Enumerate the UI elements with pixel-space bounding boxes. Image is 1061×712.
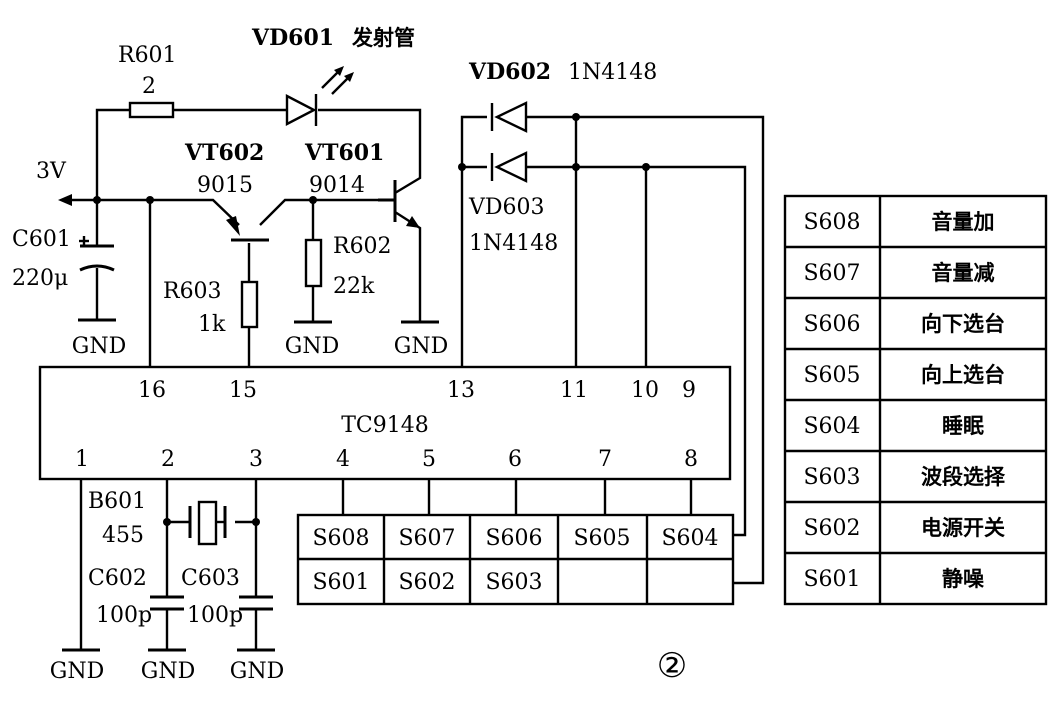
ic-pin-label: 9 [682,378,696,403]
r603-resistor-icon [240,280,259,329]
table-key-cell: S604 [803,414,860,439]
vd603-diode-icon [490,151,528,183]
matrix-cell: S605 [573,526,630,551]
table-key-cell: S607 [803,261,860,286]
gnd-label: GND [394,334,448,359]
b601-ref: B601 [88,489,146,514]
table-key-cell: S608 [803,210,860,235]
ic-pin-label: 7 [598,447,612,472]
vt602-ref: VT602 [184,140,264,166]
gnd-label: GND [50,659,104,684]
gnd-label: GND [230,659,284,684]
vt602-pnp-transistor-icon [226,216,269,242]
c601-value: 220μ [12,266,68,291]
b601-value: 455 [102,523,144,548]
matrix-cell: S604 [661,526,718,551]
table-func-cell: 睡眠 [942,414,984,438]
table-key-cell: S602 [803,516,860,541]
vt601-npn-transistor-icon [378,180,420,228]
ic-pin-label: 15 [229,378,257,403]
vd603-part: 1N4148 [469,231,558,256]
c601-ref: C601 [12,227,71,252]
c601-capacitor-icon [79,236,115,272]
c603-ref: C603 [181,566,240,591]
labels: 3V R601 2 VD601 发射管 VT602 9015 VT601 901… [12,25,1006,686]
ic-pin-label: 3 [249,447,263,472]
vd601-desc: 发射管 [351,26,415,50]
table-func-cell: 静噪 [942,567,985,591]
vt601-part: 9014 [309,173,365,198]
ic-name: TC9148 [341,413,429,438]
r601-value: 2 [142,74,156,99]
matrix-cell: S603 [485,570,542,595]
vd602-diode-icon [490,101,528,133]
ic-pin-label: 8 [684,447,698,472]
ic-pin-label: 11 [560,378,588,403]
ic-pin-label: 10 [631,378,659,403]
c602-ref: C602 [88,566,147,591]
table-key-cell: S603 [803,465,860,490]
ic-pin-label: 6 [508,447,522,472]
ic-pin-label: 2 [161,447,175,472]
r602-value: 22k [333,274,375,299]
ic-pin-label: 16 [138,378,166,403]
ic-pin-label: 1 [75,447,89,472]
figure-number: ② [657,646,687,686]
table-key-cell: S606 [803,312,860,337]
c602-value: 100p [96,603,152,628]
r602-resistor-icon [304,238,323,288]
table-key-cell: S605 [803,363,860,388]
ic-tc9148 [38,365,732,481]
r601-ref: R601 [118,43,177,68]
c603-capacitor-icon [239,595,273,611]
table-func-cell: 电源开关 [921,516,1005,540]
r601-resistor-icon [128,101,175,119]
key-function-table [783,194,1048,606]
r602-ref: R602 [333,234,392,259]
matrix-cell: S607 [398,526,455,551]
supply-voltage-label: 3V [36,159,67,184]
r603-value: 1k [198,312,226,337]
c603-value: 100p [187,603,243,628]
matrix-cell: S602 [398,570,455,595]
vd602-part: 1N4148 [568,60,657,85]
ic-pin-label: 13 [447,378,475,403]
matrix-cell: S608 [312,526,369,551]
b601-crystal-icon [188,500,227,546]
wires [62,108,765,650]
junctions [93,113,650,526]
vd602-ref: VD602 [468,59,551,85]
ic-pin-label: 4 [336,447,350,472]
gnd-label: GND [285,334,339,359]
supply-arrow-icon [58,194,72,206]
vd601-ref: VD601 [251,25,334,51]
key-matrix [296,513,735,606]
table-func-cell: 向下选台 [921,312,1005,336]
ic-pin-label: 5 [422,447,436,472]
table-func-cell: 音量加 [932,210,995,234]
table-func-cell: 向上选台 [921,363,1005,387]
ground-icons [62,318,439,652]
table-key-cell: S601 [803,567,860,592]
table-func-cell: 音量减 [932,261,995,285]
vd603-ref: VD603 [468,195,545,220]
vt602-part: 9015 [197,173,253,198]
vt601-ref: VT601 [304,140,384,166]
c602-capacitor-icon [150,595,184,611]
gnd-label: GND [141,659,195,684]
table-func-cell: 波段选择 [921,465,1006,489]
gnd-label: GND [72,334,126,359]
matrix-cell: S601 [312,570,369,595]
matrix-cell: S606 [485,526,542,551]
vd601-led-icon [285,66,354,126]
r603-ref: R603 [163,279,222,304]
